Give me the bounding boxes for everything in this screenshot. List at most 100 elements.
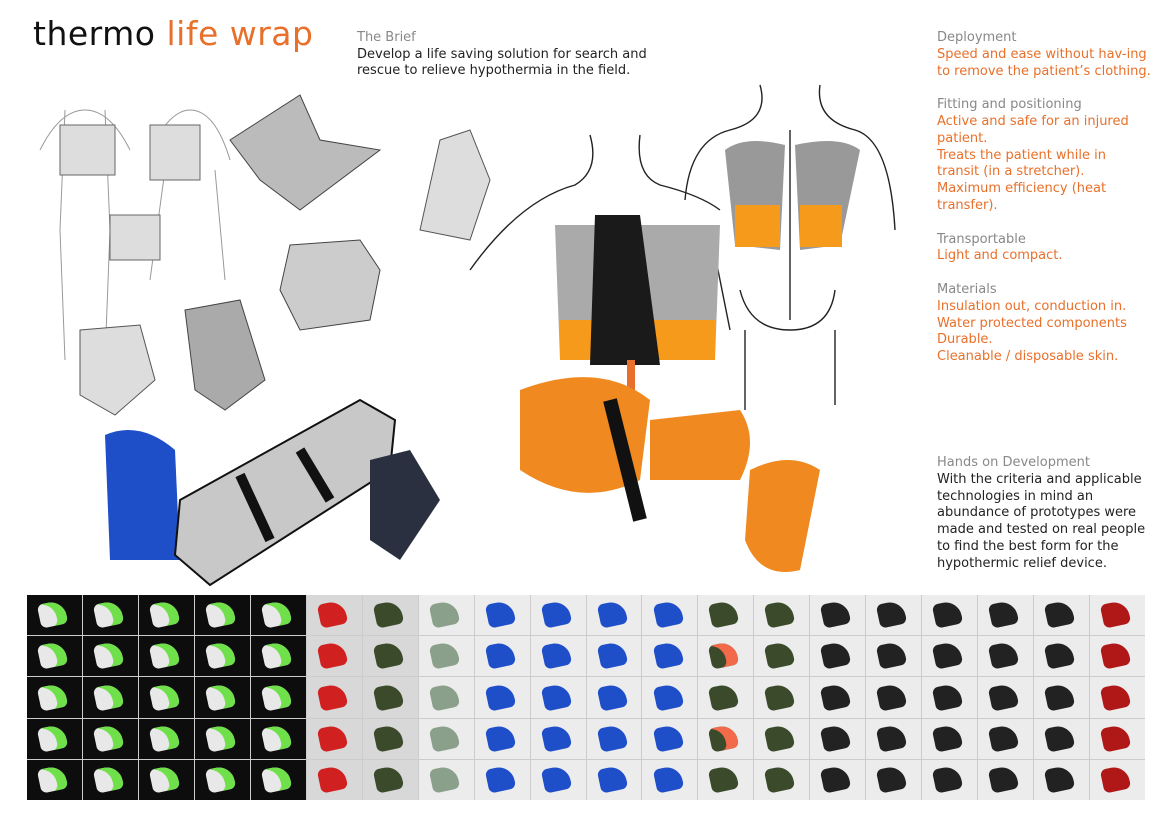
prototype-photo	[27, 718, 82, 759]
prototype-photo	[27, 759, 82, 800]
prototype-photo	[810, 595, 866, 636]
criteria-line: Speed and ease without hav-ing to remove…	[937, 46, 1151, 79]
prototype-photo	[1090, 677, 1145, 718]
criteria-heading: Transportable	[937, 231, 1026, 247]
prototype-photo	[698, 636, 754, 677]
criteria-line: Treats the patient while in transit (in …	[937, 147, 1106, 180]
prototype-photo	[810, 677, 866, 718]
criteria-heading: Fitting and positioning	[937, 97, 1082, 113]
criteria-line: Cleanable / disposable skin.	[937, 349, 1119, 365]
vest-back	[725, 141, 860, 250]
prototype-photo	[1090, 595, 1145, 636]
prototype-photo	[27, 677, 82, 718]
prototype-photo	[138, 677, 194, 718]
prototype-photo	[810, 759, 866, 800]
criteria-line: Light and compact.	[937, 248, 1063, 264]
prototype-photo	[810, 718, 866, 759]
prototype-photo	[978, 677, 1034, 718]
criteria-heading: Deployment	[937, 30, 1017, 45]
criteria-line: Insulation out, conduction in.	[937, 298, 1127, 314]
prototype-photo	[586, 677, 642, 718]
prototype-photo	[194, 677, 250, 718]
prototype-photo	[530, 636, 586, 677]
prototype-photo	[1034, 636, 1090, 677]
prototype-photo	[642, 677, 698, 718]
prototype-photo	[474, 718, 530, 759]
prototype-photo	[306, 595, 362, 636]
prototype-photo	[306, 677, 362, 718]
prototype-photo	[250, 759, 306, 800]
criteria-line: Durable.	[937, 332, 993, 348]
criteria-heading: Materials	[937, 281, 997, 297]
prototype-photo	[27, 595, 82, 636]
criteria-line: Maximum efficiency (heat transfer).	[937, 181, 1107, 213]
prototype-photo	[866, 677, 922, 718]
prototype-photo	[194, 759, 250, 800]
brief-text: Develop a life saving solution for searc…	[357, 46, 647, 79]
criteria-transportable: Transportable Light and compact.	[937, 232, 1152, 266]
prototype-photo	[362, 718, 418, 759]
prototype-photo	[698, 677, 754, 718]
criteria-deployment: Deployment Speed and ease without hav-in…	[937, 30, 1152, 80]
prototype-photo	[250, 636, 306, 677]
title-part-1: thermo	[33, 14, 156, 53]
criteria-section: Deployment Speed and ease without hav-in…	[937, 30, 1152, 383]
prototype-photo	[978, 595, 1034, 636]
prototype-photo	[530, 595, 586, 636]
prototype-photo	[530, 677, 586, 718]
prototype-photo	[698, 718, 754, 759]
prototype-photo-grid	[27, 595, 1145, 800]
prototype-photo	[866, 718, 922, 759]
page-title: thermo life wrap	[33, 14, 313, 53]
prototype-photo	[642, 595, 698, 636]
prototype-photo	[306, 636, 362, 677]
concept-sketches	[39, 94, 491, 416]
prototype-photo	[82, 636, 138, 677]
prototype-photo	[866, 595, 922, 636]
prototype-photo	[978, 718, 1034, 759]
hands-on-text: With the criteria and applicable technol…	[937, 471, 1146, 571]
prototype-photo	[978, 636, 1034, 677]
prototype-photo	[82, 718, 138, 759]
criteria-line: Water protected components	[937, 315, 1127, 331]
prototype-photos	[105, 377, 820, 587]
prototype-photo	[474, 636, 530, 677]
prototype-photo	[82, 759, 138, 800]
prototype-photo	[306, 718, 362, 759]
prototype-photo	[418, 718, 474, 759]
prototype-photo	[586, 718, 642, 759]
prototype-photo	[586, 636, 642, 677]
prototype-photo	[1034, 677, 1090, 718]
prototype-photo	[418, 677, 474, 718]
criteria-fitting: Fitting and positioning Active and safe …	[937, 97, 1152, 215]
prototype-photo	[754, 636, 810, 677]
prototype-photo	[82, 677, 138, 718]
prototype-photo	[1034, 595, 1090, 636]
prototype-photo	[754, 759, 810, 800]
prototype-photo	[642, 759, 698, 800]
prototype-photo	[194, 595, 250, 636]
prototype-photo	[27, 636, 82, 677]
hands-on-section: Hands on Development With the criteria a…	[937, 455, 1152, 573]
prototype-photo	[754, 595, 810, 636]
prototype-photo	[1090, 759, 1145, 800]
prototype-photo	[418, 595, 474, 636]
prototype-photo	[922, 718, 978, 759]
prototype-photo	[194, 636, 250, 677]
prototype-photo	[362, 677, 418, 718]
prototype-photo	[530, 718, 586, 759]
prototype-photo	[138, 718, 194, 759]
prototype-photo	[698, 595, 754, 636]
prototype-photo	[306, 759, 362, 800]
brief-heading: The Brief	[357, 30, 416, 45]
prototype-photo	[474, 595, 530, 636]
prototype-photo	[250, 718, 306, 759]
vest-front	[555, 215, 720, 390]
prototype-photo	[1034, 718, 1090, 759]
prototype-photo	[698, 759, 754, 800]
prototype-photo	[82, 595, 138, 636]
prototype-photo	[1090, 636, 1145, 677]
prototype-photo	[586, 759, 642, 800]
prototype-photo	[922, 636, 978, 677]
prototype-photo	[866, 759, 922, 800]
